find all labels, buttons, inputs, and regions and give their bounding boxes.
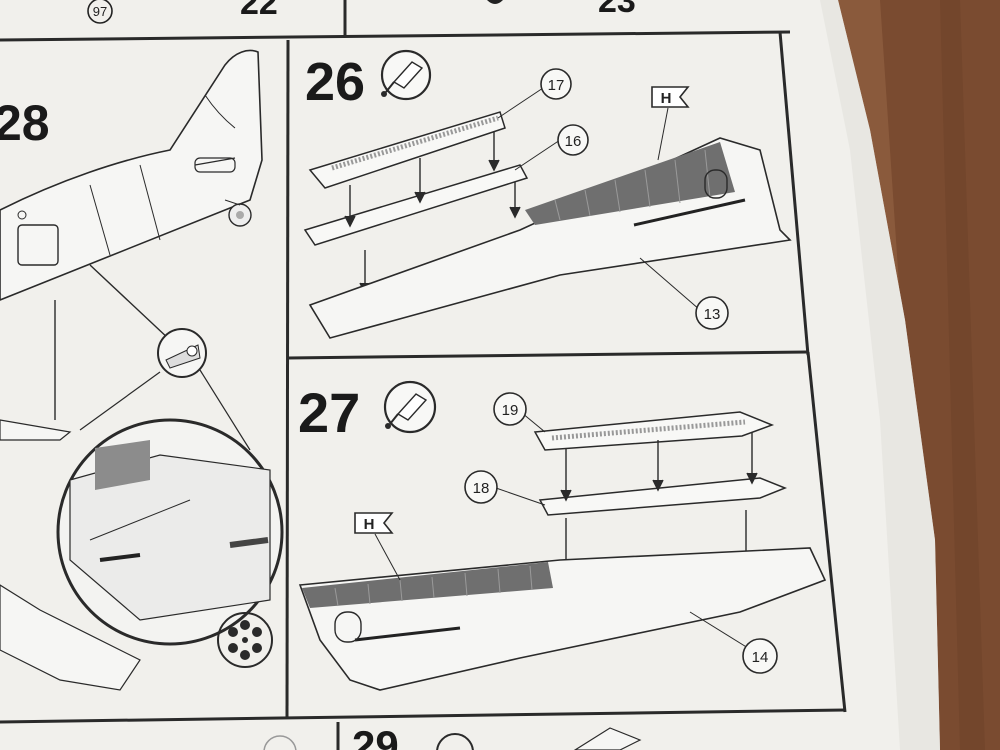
callout-16: 16 (514, 124, 589, 171)
svg-text:17: 17 (548, 77, 565, 94)
top-strip: 97 22 23 (87, 0, 636, 24)
callout-17: 17 (497, 68, 572, 119)
panel-borders (0, 0, 847, 750)
part-16-drawing (303, 164, 529, 246)
callout-14: 14 (689, 611, 778, 674)
badge-number: 97 (93, 4, 107, 19)
badge-circle (87, 0, 113, 24)
panel-step-28: 28 (0, 49, 284, 691)
bottom-strip: 29 (263, 722, 642, 750)
aircraft-fuselage-drawing (0, 49, 263, 301)
svg-text:14: 14 (752, 649, 769, 666)
step-number-27: 27 (298, 381, 360, 444)
glue-tube-icon (383, 380, 437, 434)
decal-letter: H (661, 90, 672, 107)
decal-h-flag: H (651, 86, 690, 161)
svg-text:13: 13 (704, 306, 721, 323)
svg-text:18: 18 (473, 480, 490, 497)
decal-strip-h (525, 142, 735, 225)
glue-tube-icon (380, 49, 432, 101)
callout-13: 13 (639, 257, 729, 330)
svg-text:16: 16 (565, 133, 582, 150)
decal-strip-h (302, 562, 553, 608)
step-number-26: 26 (305, 52, 365, 112)
svg-text:19: 19 (502, 402, 519, 419)
svg-text:H: H (364, 516, 375, 533)
step-number-22: 22 (240, 0, 278, 22)
decal-h-flag: H (354, 512, 401, 581)
step-number-28: 28 (0, 95, 50, 151)
part-18-drawing (538, 477, 788, 516)
panel-step-26: 26 H (303, 49, 792, 339)
callout-19: 19 (493, 392, 546, 433)
callout-18: 18 (464, 470, 546, 506)
asterisk-symbol-icon (217, 612, 273, 668)
step-number-23: 23 (598, 0, 636, 20)
partial-glue-icon (487, 0, 503, 4)
panel-step-27: 27 H (298, 380, 827, 691)
step-number-29: 29 (352, 722, 399, 750)
